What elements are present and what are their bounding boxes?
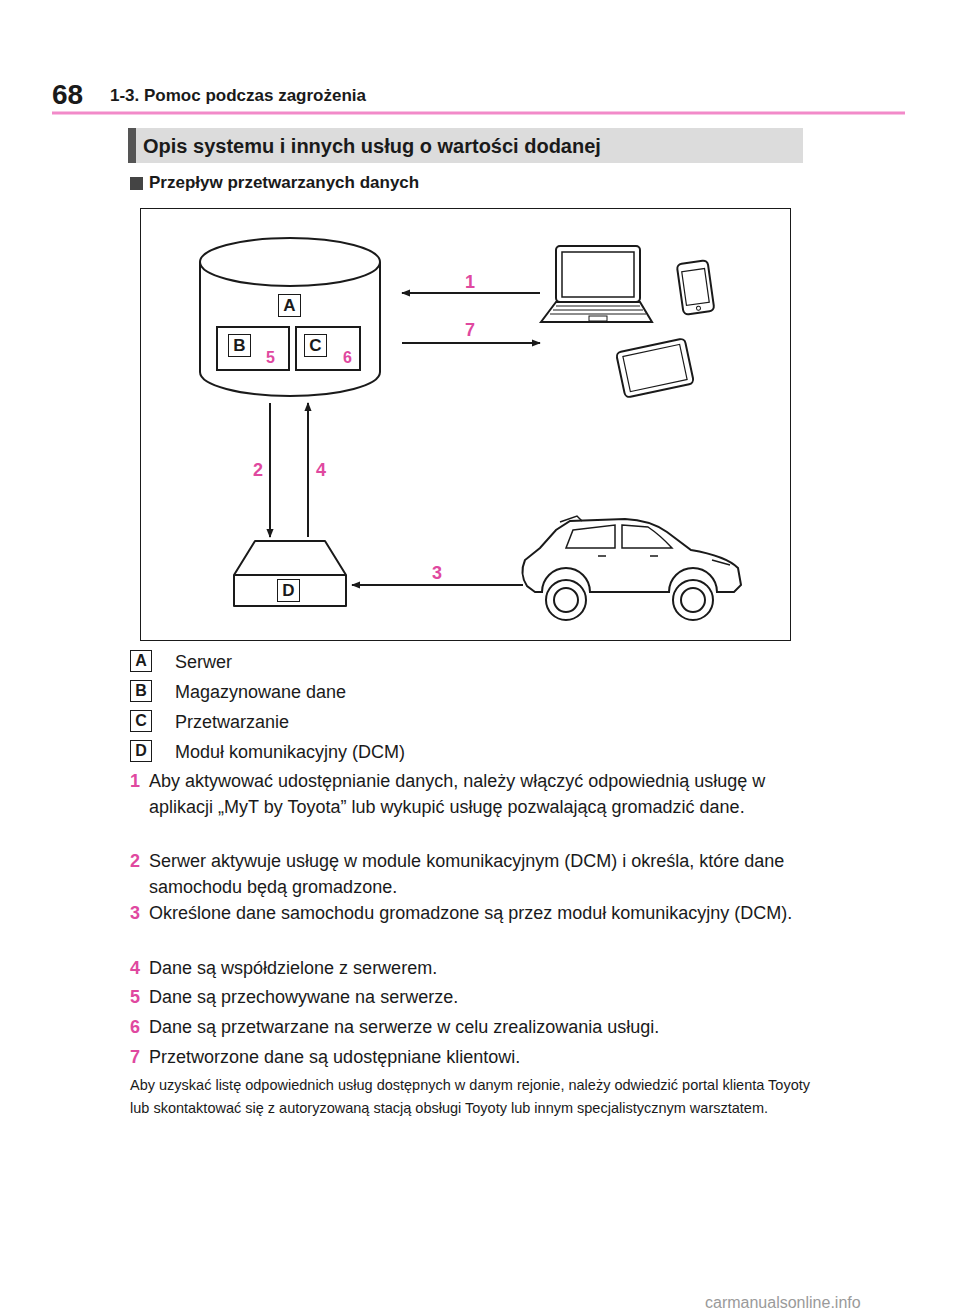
flow-arrow <box>307 403 309 537</box>
step-number: 2 <box>130 848 140 874</box>
node-letter: A <box>278 294 301 317</box>
step-number: 5 <box>130 984 140 1010</box>
step-text: Dane są przetwarzane na serwerze w celu … <box>149 1014 814 1040</box>
step-text: Przetworzone dane są udostępniane klient… <box>149 1044 814 1070</box>
section-heading: Opis systemu i innych usług o wartości d… <box>143 133 601 159</box>
legend-text: Magazynowane dane <box>175 679 346 705</box>
step-text: Określone dane samochodu gromadzone są p… <box>149 900 814 926</box>
legend-text: Serwer <box>175 649 232 675</box>
node-letter: B <box>228 334 251 357</box>
cylinder-body <box>200 238 380 396</box>
chapter-header: 1-3. Pomoc podczas zagrożenia <box>110 86 366 106</box>
legend-letter: B <box>130 680 152 702</box>
node-letter: D <box>277 579 300 602</box>
storage-box: B5 <box>216 326 290 371</box>
tablet-icon <box>616 338 694 398</box>
callout-number: 4 <box>315 459 327 481</box>
flow-arrow <box>402 292 540 294</box>
step-text: Aby aktywować udostępnianie danych, nale… <box>149 768 814 820</box>
legend-text: Moduł komunikacyjny (DCM) <box>175 739 405 765</box>
cylinder-rim <box>200 262 380 286</box>
callout-number: 7 <box>465 319 475 341</box>
section-bar <box>128 128 803 163</box>
laptop-icon <box>541 246 652 322</box>
phone-icon <box>677 260 715 315</box>
legend-letter: D <box>130 740 152 762</box>
callout-number: 3 <box>432 562 442 584</box>
header-rule <box>52 112 905 115</box>
step-number: 6 <box>130 1014 140 1040</box>
step-number: 1 <box>130 768 140 794</box>
processing-box: C6 <box>295 326 361 371</box>
step-text: Dane są współdzielone z serwerem. <box>149 955 814 981</box>
legend-letter: A <box>130 650 152 672</box>
footnote: Aby uzyskać listę odpowiednich usług dos… <box>130 1074 810 1120</box>
node-letter: C <box>304 334 327 357</box>
callout-number: 1 <box>465 271 475 293</box>
step-text: Dane są przechowywane na serwerze. <box>149 984 814 1010</box>
step-number: 3 <box>130 900 140 926</box>
section-bar-accent <box>128 128 136 163</box>
cylinder-outline <box>199 237 381 397</box>
legend-letter: C <box>130 710 152 732</box>
flow-arrow <box>402 342 540 344</box>
callout-number: 5 <box>266 349 275 367</box>
step-number: 4 <box>130 955 140 981</box>
callout-number: 6 <box>343 349 352 367</box>
step-number: 7 <box>130 1044 140 1070</box>
legend-text: Przetwarzanie <box>175 709 289 735</box>
page-number: 68 <box>52 78 83 112</box>
callout-number: 2 <box>252 459 264 481</box>
server-cylinder: AB5C6 <box>199 237 381 397</box>
flow-arrow <box>269 403 271 537</box>
step-text: Serwer aktywuje usługę w module komunika… <box>149 848 814 900</box>
diagram-heading: Przepływ przetwarzanych danych <box>149 173 419 193</box>
diagram-frame <box>141 209 791 641</box>
watermark: carmanualsonline.info <box>705 1293 861 1313</box>
module-body <box>234 541 346 606</box>
bullet-square <box>130 177 143 190</box>
car-illustration <box>522 516 741 620</box>
flow-arrow <box>352 584 523 586</box>
dcm-module: D <box>233 540 347 607</box>
